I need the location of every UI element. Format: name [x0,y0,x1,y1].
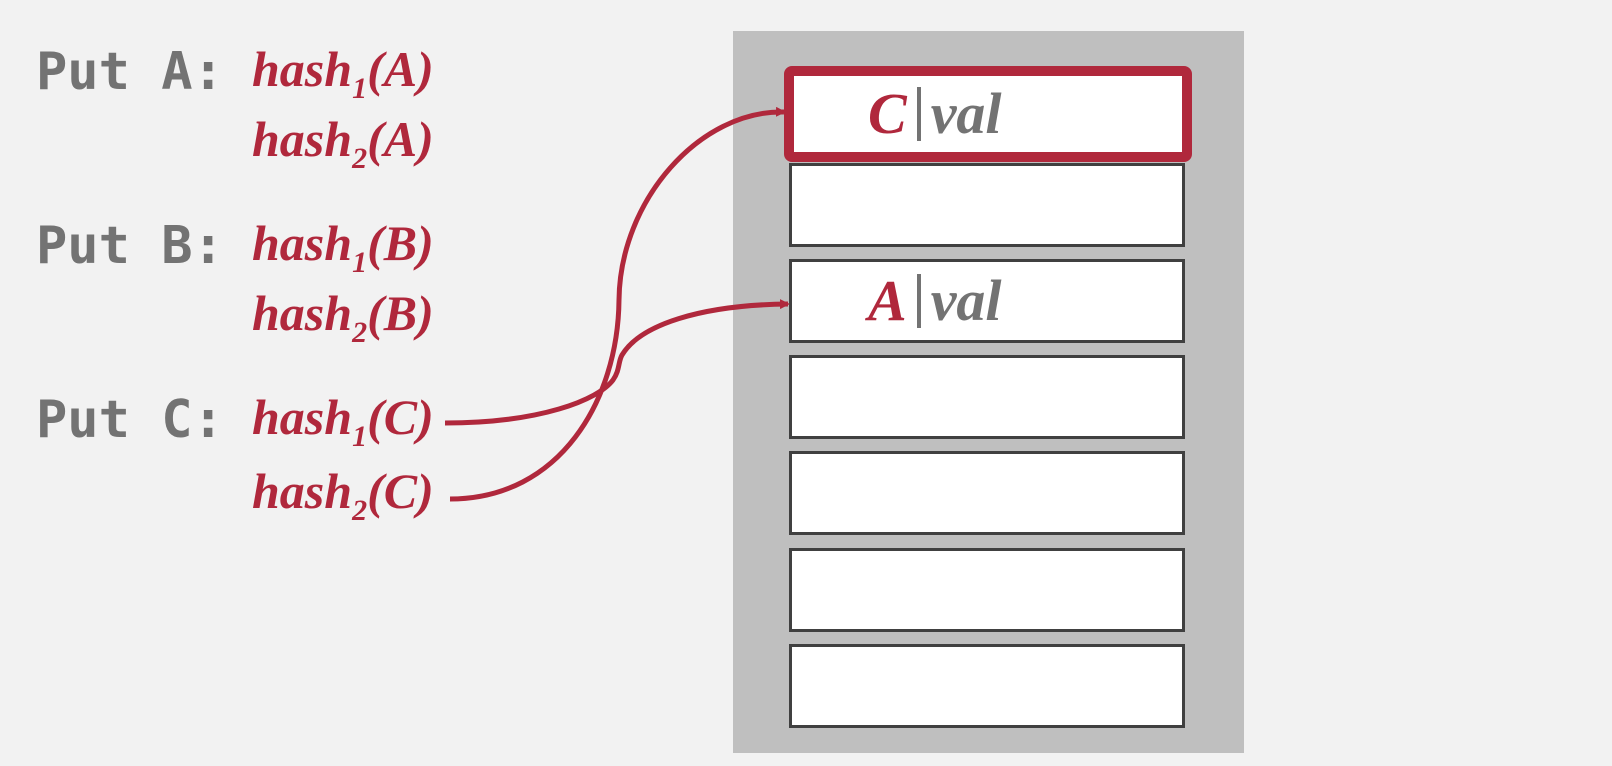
slot-key: C [868,81,907,146]
hash-arg: (A) [367,111,434,167]
hash-arg: (A) [367,41,434,97]
arrow-hash2-c-to-slot-0 [449,106,786,502]
hash-subscript: 1 [352,420,368,453]
put-b-hash2: hash2(B) [252,285,434,348]
hash-arg: (C) [367,463,434,519]
slot-key: A [868,268,907,333]
hash-subscript: 2 [352,494,368,527]
hash-subscript: 1 [352,72,368,105]
hash-arg: (B) [367,285,434,341]
put-a-hash2: hash2(A) [252,111,434,174]
hash-fn: hash [252,389,353,445]
hash-subscript: 2 [352,142,368,175]
put-a-label: Put A: [36,42,224,102]
put-a-hash1: hash1(A) [252,41,434,104]
table-slot-5 [789,548,1185,632]
table-slot-4 [789,451,1185,535]
table-slot-6 [789,644,1185,728]
put-b-label: Put B: [36,216,224,276]
hash-fn: hash [252,41,353,97]
table-slot-3 [789,355,1185,439]
put-c-hash2: hash2(C) [252,463,434,526]
table-slot-1 [789,163,1185,247]
hash-fn: hash [252,285,353,341]
put-b-hash1: hash1(B) [252,215,434,278]
hash-fn: hash [252,463,353,519]
put-c-label: Put C: [36,390,224,450]
key-value-separator [916,274,921,328]
hash-fn: hash [252,215,353,271]
key-value-separator [916,87,921,141]
slot-value: val [930,81,1002,146]
hash-subscript: 2 [352,316,368,349]
put-c-hash1: hash1(C) [252,389,434,452]
hash-subscript: 1 [352,246,368,279]
hash-fn: hash [252,111,353,167]
hash-arg: (C) [367,389,434,445]
slot-value: val [930,268,1002,333]
arrow-hash1-c-to-slot-2 [444,299,790,426]
hash-arg: (B) [367,215,434,271]
